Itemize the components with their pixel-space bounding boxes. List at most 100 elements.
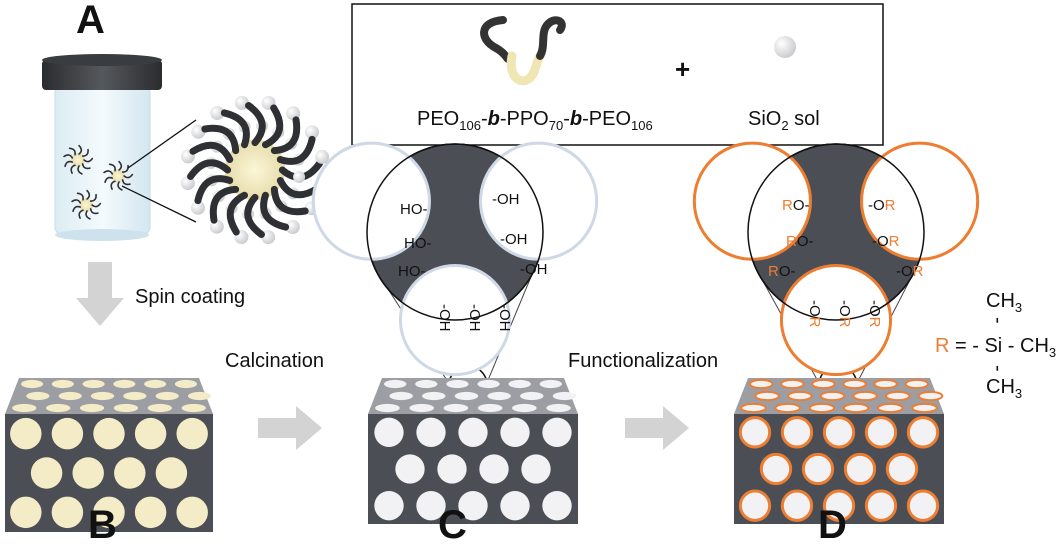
block-front-pore — [843, 452, 877, 486]
block-top-pore — [774, 402, 801, 414]
block-top-pore — [477, 379, 500, 389]
corona-chain — [187, 159, 232, 180]
corona-chain — [121, 164, 129, 173]
surface-group-label: RO- — [782, 197, 810, 214]
block-front-pore — [30, 457, 63, 489]
corona-chain — [244, 193, 265, 238]
micelle-core — [111, 169, 125, 183]
block-top-pore — [123, 391, 147, 401]
formula-bond-bottom: - — [987, 365, 1009, 372]
corona-chain — [270, 185, 309, 216]
block-top-pore — [454, 391, 479, 401]
block-top-pore — [443, 403, 469, 413]
block-front-pore — [10, 496, 42, 529]
surface-group-label: HO- — [400, 201, 428, 218]
block-front-pore — [374, 491, 404, 521]
block-top-pore — [82, 379, 105, 389]
block-top-pore — [12, 403, 37, 413]
corona-chain — [89, 193, 97, 202]
block-front-pore — [134, 417, 167, 450]
corona-chain — [104, 176, 114, 184]
block-front-pore — [822, 416, 856, 449]
corona-chain — [118, 160, 123, 171]
block-top-pore — [546, 403, 571, 413]
micelles-in-jar — [63, 144, 134, 220]
block-top-pore — [174, 379, 198, 389]
block-front-pore — [780, 416, 814, 449]
corona-chain — [117, 181, 123, 191]
block-front-pore — [521, 454, 551, 484]
block-top-pore — [90, 391, 115, 401]
silica-sol-label: SiO2 sol — [748, 108, 820, 133]
surface-group-label: -OR — [836, 300, 853, 328]
block-front-pore — [155, 457, 188, 489]
block-top-pore — [911, 402, 938, 414]
block-top-pore — [904, 378, 929, 390]
micelle-core — [71, 153, 85, 167]
corona-chain — [220, 109, 250, 149]
panel-label-c: C — [438, 503, 467, 546]
block-top-pore — [113, 403, 139, 413]
block-front-pore — [864, 416, 898, 449]
block-front-pore — [759, 452, 793, 486]
surface-group-label: -OH — [466, 304, 483, 332]
block-top-pore — [45, 403, 71, 413]
block-front-pore — [93, 417, 125, 450]
block-top-pore — [811, 378, 836, 390]
surface-group-label: -OR — [896, 263, 924, 280]
copolymer-icon — [480, 16, 566, 86]
surface-group-label: -OR — [806, 300, 823, 328]
corona-chain — [78, 209, 84, 219]
block-front-pore — [458, 417, 488, 448]
block-top-pore — [819, 390, 846, 402]
block-front-pore — [738, 489, 772, 522]
corona-chain — [63, 154, 74, 159]
corona-chain — [81, 148, 89, 157]
arrow-right-icon-functionalization — [625, 406, 689, 450]
corona-chain — [194, 175, 234, 205]
block-top-pore — [877, 402, 904, 414]
corona-chain — [76, 192, 84, 201]
film-block-c — [368, 378, 578, 524]
panel-label-a: A — [76, 0, 105, 42]
block-top-pore — [749, 378, 774, 390]
block-top-pore — [422, 391, 446, 401]
film-block-d — [734, 378, 944, 524]
corona-chain — [260, 191, 290, 231]
block-front-pore — [885, 452, 919, 486]
block-front-pore — [780, 489, 814, 522]
surface-group-label: -OH — [500, 231, 528, 248]
corona-chain — [68, 147, 76, 156]
corona-chain — [89, 208, 99, 215]
panel-label-b: B — [88, 503, 117, 546]
corona-chain — [70, 164, 76, 174]
corona-chain — [64, 160, 74, 168]
corona-chain — [72, 205, 82, 213]
block-top-pore — [512, 403, 537, 413]
block-top-pore — [389, 391, 413, 401]
corona-chain — [201, 124, 240, 155]
block-top-pore — [508, 379, 531, 389]
block-top-pore — [20, 379, 44, 389]
corona-chain — [245, 102, 266, 147]
block-top-pore — [409, 403, 434, 413]
corona-chain — [83, 157, 94, 163]
zoom-rim — [747, 143, 925, 321]
micelle-core — [79, 198, 93, 212]
block-front-pore — [374, 417, 404, 448]
silica-particle — [305, 125, 320, 140]
block-front-pore — [134, 496, 167, 529]
zoom-rim — [366, 143, 544, 321]
block-top-pore — [520, 391, 544, 401]
block-top-pore — [446, 379, 469, 389]
block-top-pore — [873, 378, 898, 390]
pore-zoom-d: RO-RO-RO--OR-OR-OR-OR-OR-OR — [692, 141, 980, 405]
block-front-pore — [906, 416, 940, 449]
step-functionalization: Functionalization — [568, 350, 718, 372]
corona-chain — [270, 116, 301, 155]
corona-chain — [71, 199, 82, 204]
corona-chain — [209, 185, 240, 224]
corona-chain — [85, 210, 91, 220]
surface-group-label: -OH — [496, 304, 513, 332]
micelle-zoom — [180, 95, 330, 245]
